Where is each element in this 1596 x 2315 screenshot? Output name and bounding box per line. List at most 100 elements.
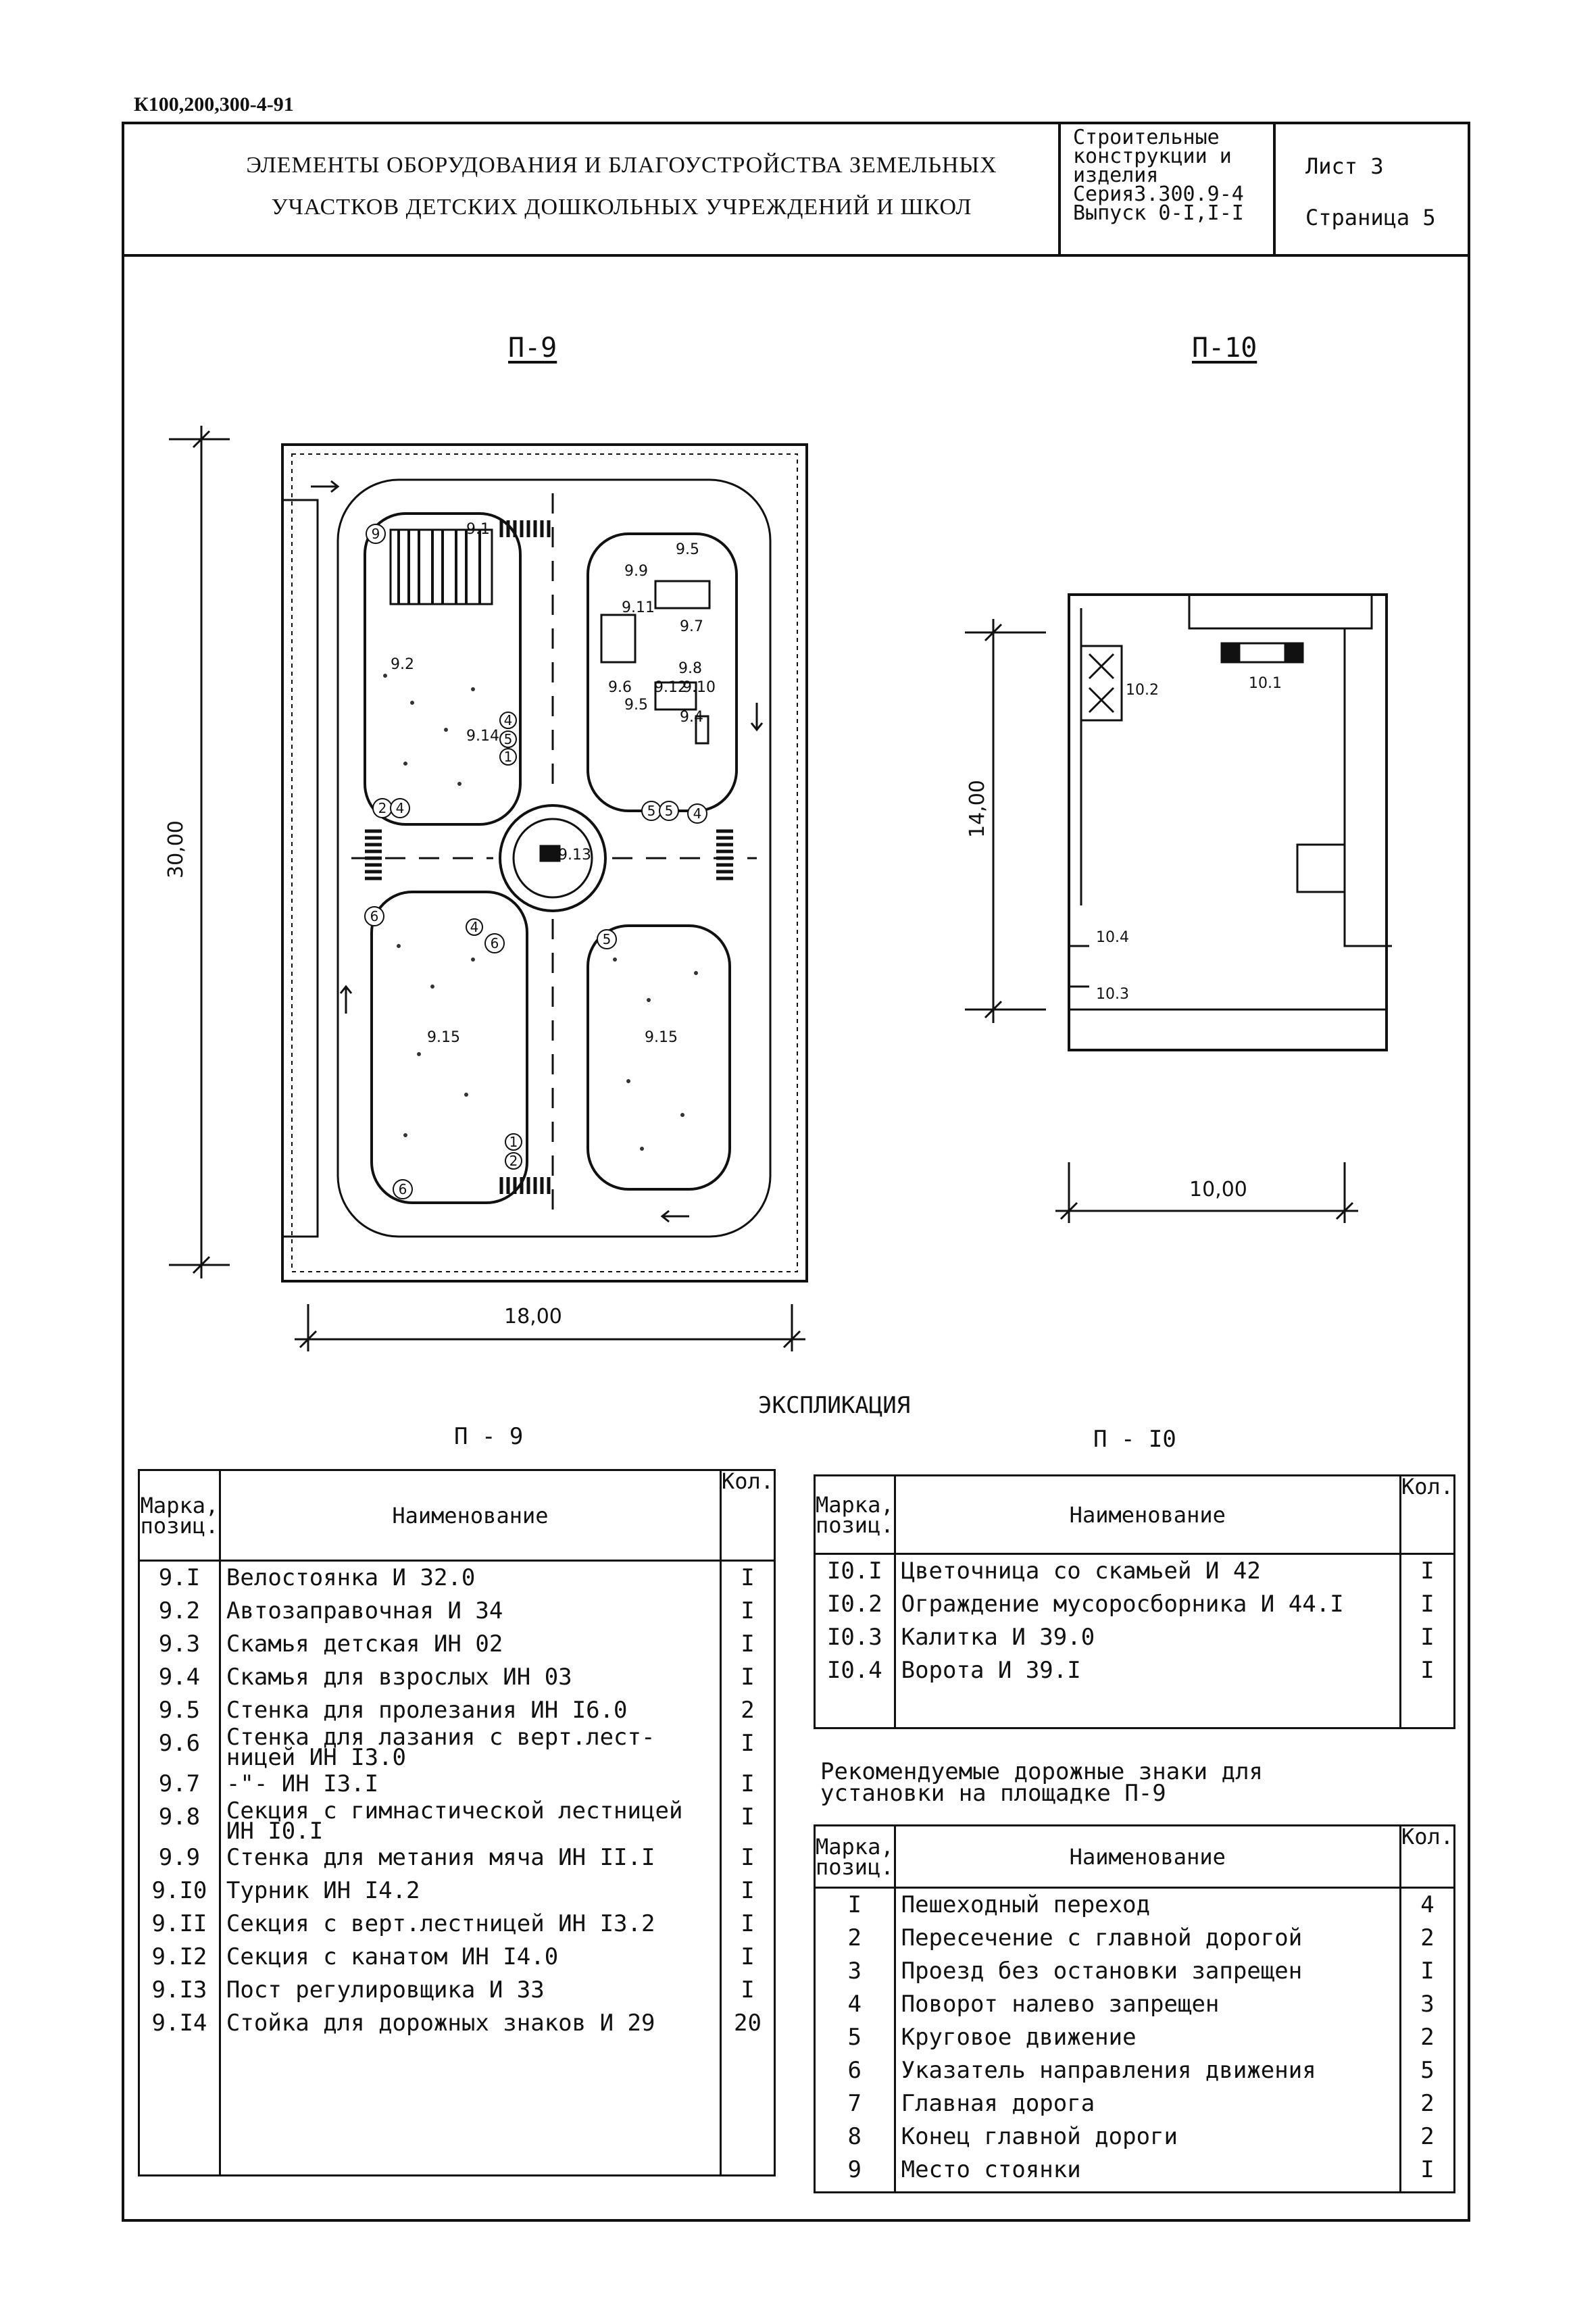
cell-qty: I bbox=[1399, 2154, 1456, 2187]
block-top-left bbox=[364, 512, 522, 826]
cell-qty: I bbox=[719, 1768, 776, 1801]
cell-qty: I bbox=[719, 1801, 776, 1841]
tag-label: 9.4 bbox=[680, 709, 703, 726]
drawing-frame bbox=[122, 122, 1470, 2222]
svg-text:2: 2 bbox=[378, 800, 387, 816]
header-divider bbox=[122, 254, 1470, 257]
cell-qty: 2 bbox=[1399, 1922, 1456, 1955]
cell-qty: I bbox=[719, 1727, 776, 1768]
sheet-block: Лист 3 Страница 5 bbox=[1305, 141, 1436, 243]
cell-qty: I bbox=[719, 1661, 776, 1694]
cell-qty: I bbox=[719, 1628, 776, 1661]
cell-qty: I bbox=[719, 1560, 776, 1595]
cell-mark: 9.9 bbox=[138, 1841, 221, 1874]
cell-name: Скамья детская ИН 02 bbox=[218, 1628, 722, 1661]
col-mark: Марка,позиц. bbox=[814, 1474, 896, 1555]
cell-name: Указатель направления движения bbox=[893, 2054, 1401, 2087]
cell-qty: 2 bbox=[1399, 2120, 1456, 2154]
svg-text:5: 5 bbox=[504, 731, 513, 747]
cell-qty: I bbox=[1399, 1654, 1456, 1687]
tag-label: 9.14 bbox=[466, 728, 499, 745]
cell-mark: I bbox=[814, 1887, 896, 1922]
cell-name: Стенка для метания мяча ИН II.I bbox=[218, 1841, 722, 1874]
tag-label: 9.5 bbox=[676, 541, 699, 558]
col-name: Наименование bbox=[893, 1474, 1401, 1555]
explication-title: ЭКСПЛИКАЦИЯ bbox=[758, 1392, 911, 1419]
tag-label: 9.13 bbox=[558, 847, 591, 864]
site-fence bbox=[291, 453, 798, 1272]
cell-mark: 6 bbox=[814, 2054, 896, 2087]
svg-text:4: 4 bbox=[470, 919, 479, 935]
sheet-title: ЭЛЕМЕНТЫ ОБОРУДОВАНИЯ И БЛАГОУСТРОЙСТВА … bbox=[203, 145, 1041, 228]
tag-label: 10.4 bbox=[1096, 929, 1129, 946]
cell-name: Секция с канатом ИН I4.0 bbox=[218, 1941, 722, 1974]
cell-qty: 2 bbox=[1399, 2087, 1456, 2120]
dim-p9-height: 30,00 bbox=[164, 820, 188, 878]
cell-qty: 20 bbox=[719, 2007, 776, 2040]
cell-name: Пешеходный переход bbox=[893, 1887, 1401, 1922]
cell-mark: 2 bbox=[814, 1922, 896, 1955]
outer-road bbox=[336, 478, 772, 1238]
cell-qty: I bbox=[719, 1941, 776, 1974]
cell-qty: I bbox=[719, 1874, 776, 1908]
cell-mark: 9.I4 bbox=[138, 2007, 221, 2040]
tag-label: 9.10 bbox=[682, 679, 716, 696]
cell-name: Круговое движение bbox=[893, 2021, 1401, 2054]
table-filler-row bbox=[814, 2187, 1456, 2193]
col-qty: Кол. bbox=[719, 1469, 776, 1562]
svg-text:4: 4 bbox=[396, 800, 405, 816]
plan-p10-label: П-10 bbox=[1192, 332, 1257, 364]
cell-qty: 2 bbox=[719, 1694, 776, 1727]
cell-mark: 9.I3 bbox=[138, 1974, 221, 2007]
sheet-number: Лист 3 bbox=[1305, 153, 1384, 179]
svg-text:5: 5 bbox=[665, 803, 674, 819]
p10-table-title: П - I0 bbox=[1093, 1426, 1176, 1453]
col-qty: Кол. bbox=[1399, 1824, 1456, 1889]
cell-mark: 7 bbox=[814, 2087, 896, 2120]
cell-mark: 9.6 bbox=[138, 1727, 221, 1768]
cell-name: Ограждение мусоросборника И 44.I bbox=[893, 1588, 1401, 1621]
svg-text:1: 1 bbox=[509, 1134, 518, 1150]
cell-name: Секция с верт.лестницей ИН I3.2 bbox=[218, 1908, 722, 1941]
traffic-post bbox=[539, 845, 561, 862]
col-name: Наименование bbox=[218, 1469, 722, 1562]
col-mark: Марка,позиц. bbox=[814, 1824, 896, 1889]
cell-mark: I0.3 bbox=[814, 1621, 896, 1654]
cell-name: Калитка И 39.0 bbox=[893, 1621, 1401, 1654]
document-code: К100,200,300-4-91 bbox=[134, 93, 294, 116]
cell-mark: 9 bbox=[814, 2154, 896, 2187]
dim-p10-height: 14,00 bbox=[966, 780, 989, 838]
title-line-1: ЭЛЕМЕНТЫ ОБОРУДОВАНИЯ И БЛАГОУСТРОЙСТВА … bbox=[246, 153, 997, 178]
table-filler-row bbox=[814, 1687, 1456, 1729]
col-qty: Кол. bbox=[1399, 1474, 1456, 1555]
cell-mark: 9.3 bbox=[138, 1628, 221, 1661]
tag-label: 10.1 bbox=[1249, 675, 1282, 692]
cell-name: Пересечение с главной дорогой bbox=[893, 1922, 1401, 1955]
dim-p10-width: 10,00 bbox=[1189, 1178, 1247, 1201]
cell-mark: I0.2 bbox=[814, 1588, 896, 1621]
cell-name: Стойка для дорожных знаков И 29 bbox=[218, 2007, 722, 2040]
col-mark: Марка,позиц. bbox=[138, 1469, 221, 1562]
cell-qty: I bbox=[719, 1974, 776, 2007]
cell-name: Стенка для лазания с верт.лест-ницей ИН … bbox=[218, 1726, 722, 1769]
svg-text:6: 6 bbox=[491, 935, 499, 951]
cell-mark: 9.II bbox=[138, 1908, 221, 1941]
tag-label: 9.1 bbox=[466, 521, 490, 538]
cell-name: Цветочница со скамьей И 42 bbox=[893, 1553, 1401, 1588]
cell-mark: 9.4 bbox=[138, 1661, 221, 1694]
